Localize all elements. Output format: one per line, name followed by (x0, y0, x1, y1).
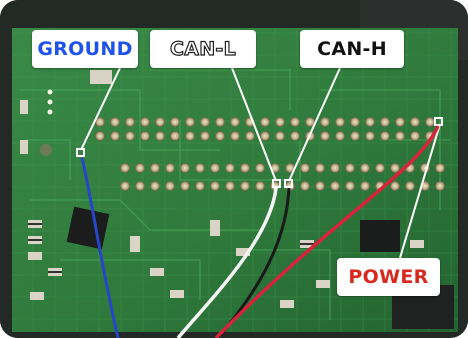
connector-pin (210, 181, 220, 191)
can-l-wire (176, 187, 278, 338)
connector-pin (140, 117, 150, 127)
connector-pin (275, 131, 285, 141)
ic-chip (360, 220, 400, 252)
connector-pin (165, 163, 175, 173)
connector-pin (240, 181, 250, 191)
connector-pin (375, 163, 385, 173)
connector-pin (345, 163, 355, 173)
connector-pin (350, 131, 360, 141)
connector-pin (200, 131, 210, 141)
connector-pin (315, 163, 325, 173)
connector-pin (155, 117, 165, 127)
connector-pin (170, 131, 180, 141)
connector-pin (350, 117, 360, 127)
connector-pin (125, 131, 135, 141)
connector-pin (320, 131, 330, 141)
connector-pin (215, 117, 225, 127)
connector-pin (390, 181, 400, 191)
connector-pin (110, 131, 120, 141)
connector-pin (435, 163, 445, 173)
connector-pin (95, 131, 105, 141)
connector-pin (405, 181, 415, 191)
connector-pin (290, 131, 300, 141)
connector-pin (110, 117, 120, 127)
ground-label: GROUND (32, 30, 138, 68)
connector-pin (300, 163, 310, 173)
connector-pin (285, 163, 295, 173)
copper-traces (20, 69, 450, 320)
connector-pin (170, 117, 180, 127)
connector-pin (305, 117, 315, 127)
connector-pin (260, 131, 270, 141)
connector-pin (315, 181, 325, 191)
connector-pin (180, 181, 190, 191)
connector-pin (125, 117, 135, 127)
connector-pin-array (95, 117, 445, 191)
connector-pin (135, 181, 145, 191)
connector-pin (95, 117, 105, 127)
connector-pin (150, 181, 160, 191)
connector-pin (120, 163, 130, 173)
connector-pin (330, 163, 340, 173)
connector-pin (300, 181, 310, 191)
connector-pin (210, 163, 220, 173)
connector-pin (330, 181, 340, 191)
connector-pin (120, 181, 130, 191)
connector-pin (380, 131, 390, 141)
connector-pin (390, 163, 400, 173)
connector-pin (240, 163, 250, 173)
connector-pin (165, 181, 175, 191)
connector-pin (395, 131, 405, 141)
connector-pin (435, 181, 445, 191)
connector-pin (365, 131, 375, 141)
power-wire (214, 125, 440, 338)
connector-pin (410, 117, 420, 127)
connector-pin (365, 117, 375, 127)
connector-pin (425, 117, 435, 127)
connector-pin (225, 163, 235, 173)
connector-pin (230, 131, 240, 141)
connector-pin (140, 131, 150, 141)
connector-pin (395, 117, 405, 127)
connector-pin (185, 117, 195, 127)
connector-pin (260, 117, 270, 127)
connector-pin (180, 163, 190, 173)
connector-pin (335, 131, 345, 141)
ground-wire (80, 157, 120, 338)
connector-pin (360, 163, 370, 173)
can-l-label: CAN-L (150, 30, 256, 68)
connector-pin (335, 117, 345, 127)
connector-pin (380, 117, 390, 127)
connector-pin (245, 131, 255, 141)
connector-pin (410, 131, 420, 141)
connector-pin (230, 117, 240, 127)
leader-lines (80, 67, 441, 259)
connector-pin (275, 117, 285, 127)
connector-pin (255, 163, 265, 173)
connector-pin (185, 131, 195, 141)
connector-pin (150, 163, 160, 173)
connector-pin (345, 181, 355, 191)
connector-pin (290, 117, 300, 127)
connector-pin (195, 163, 205, 173)
ic-chip (66, 206, 110, 250)
power-label: POWER (337, 258, 440, 296)
connector-pin (155, 131, 165, 141)
connector-pin (225, 181, 235, 191)
connector-pin (200, 117, 210, 127)
connector-pin (135, 163, 145, 173)
can-h-label: CAN-H (300, 30, 404, 68)
connector-pin (195, 181, 205, 191)
connector-pin (360, 181, 370, 191)
connector-pin (215, 131, 225, 141)
connector-pin (255, 181, 265, 191)
connector-pin (320, 117, 330, 127)
